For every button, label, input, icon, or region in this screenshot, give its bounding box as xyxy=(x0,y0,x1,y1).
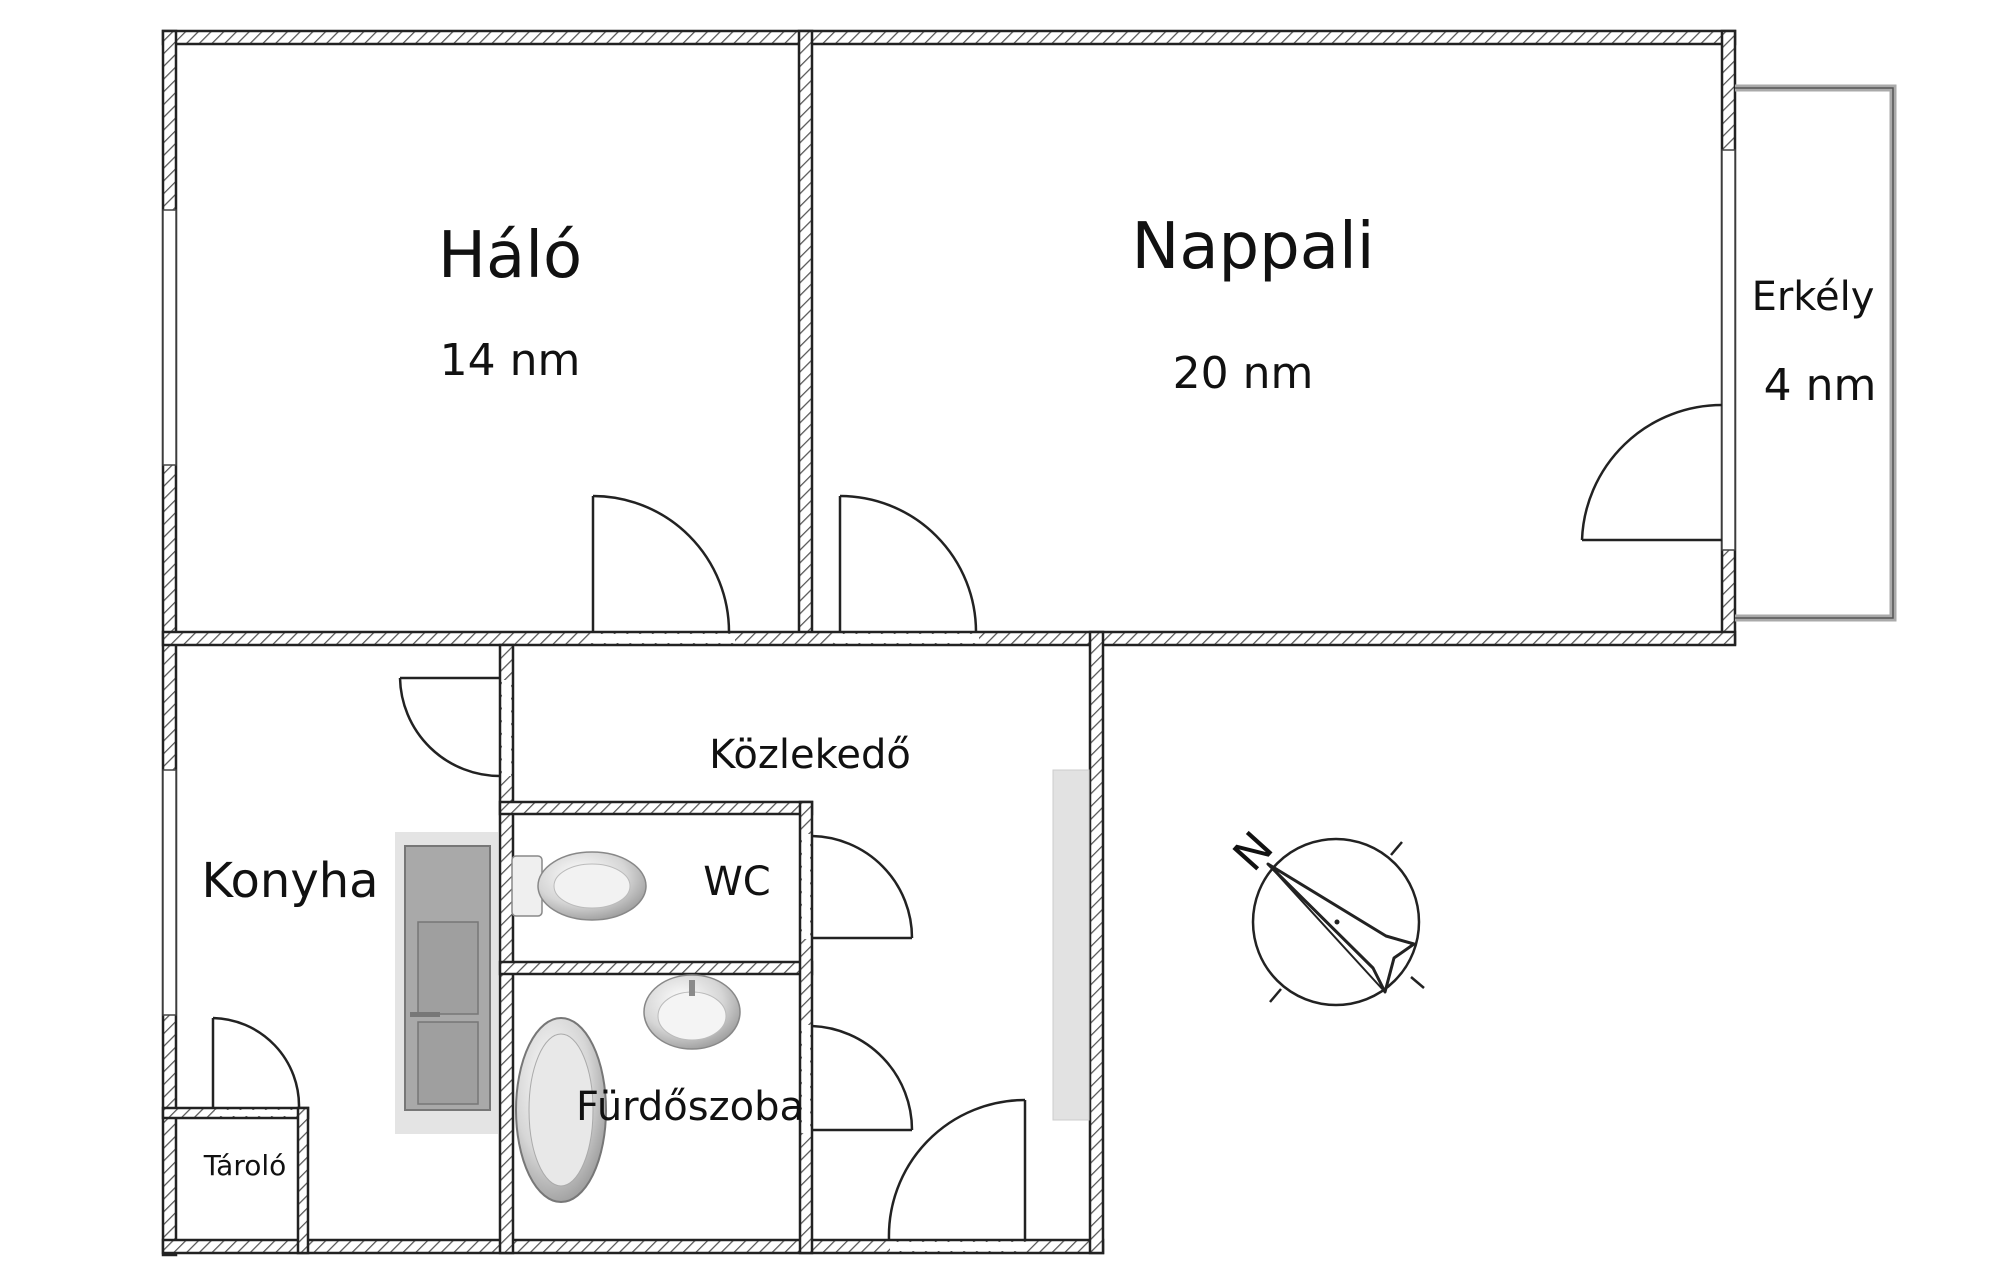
door-konyha xyxy=(398,676,501,778)
wall-tarolo-right xyxy=(296,1106,310,1255)
room-area-nappali: 20 nm xyxy=(1173,348,1314,399)
kitchen-counter-icon xyxy=(395,832,498,1134)
sink-icon xyxy=(643,974,741,1050)
fixtures xyxy=(395,769,1090,1203)
door-entrance xyxy=(887,1098,1027,1241)
room-name-kozlekedo: Közlekedő xyxy=(709,732,911,778)
room-name-nappali: Nappali xyxy=(1131,210,1374,284)
wall-wc-bottom xyxy=(498,960,814,976)
wall-halo-nappali xyxy=(797,29,814,646)
room-area-erkely: 4 nm xyxy=(1764,360,1877,411)
wall-top xyxy=(161,29,1737,46)
room-area-halo: 14 nm xyxy=(440,335,581,386)
door-halo xyxy=(591,494,731,633)
wall-right-kozlekedo xyxy=(1088,630,1105,1255)
wardrobe-strip xyxy=(1052,769,1090,1121)
room-name-konyha: Konyha xyxy=(201,853,378,909)
door-tarolo xyxy=(211,1016,301,1109)
door-nappali xyxy=(838,494,978,633)
compass-icon: N xyxy=(1224,822,1425,1007)
wall-wc-top xyxy=(498,800,814,816)
door-furdoszoba xyxy=(811,1024,914,1132)
bathtub-icon xyxy=(515,1017,607,1203)
room-name-erkely: Erkély xyxy=(1752,274,1875,320)
room-name-furdoszoba: Fürdőszoba xyxy=(576,1084,804,1130)
wall-konyha-kozlekedo xyxy=(498,643,515,1255)
windows xyxy=(162,149,1736,1016)
door-openings xyxy=(215,405,1733,1251)
room-name-tarolo: Tároló xyxy=(203,1149,287,1182)
window-konyha xyxy=(162,769,177,1016)
door-balcony xyxy=(1580,403,1723,542)
room-name-halo: Háló xyxy=(438,219,582,293)
room-labels: Háló 14 nm Nappali 20 nm Erkély 4 nm Köz… xyxy=(201,210,1876,1182)
walls xyxy=(161,29,1737,1257)
window-halo xyxy=(162,209,177,466)
balcony xyxy=(1735,84,1897,622)
toilet-icon xyxy=(511,851,647,921)
doors xyxy=(211,403,1723,1241)
room-name-wc: WC xyxy=(703,859,770,905)
door-wc xyxy=(811,834,914,940)
